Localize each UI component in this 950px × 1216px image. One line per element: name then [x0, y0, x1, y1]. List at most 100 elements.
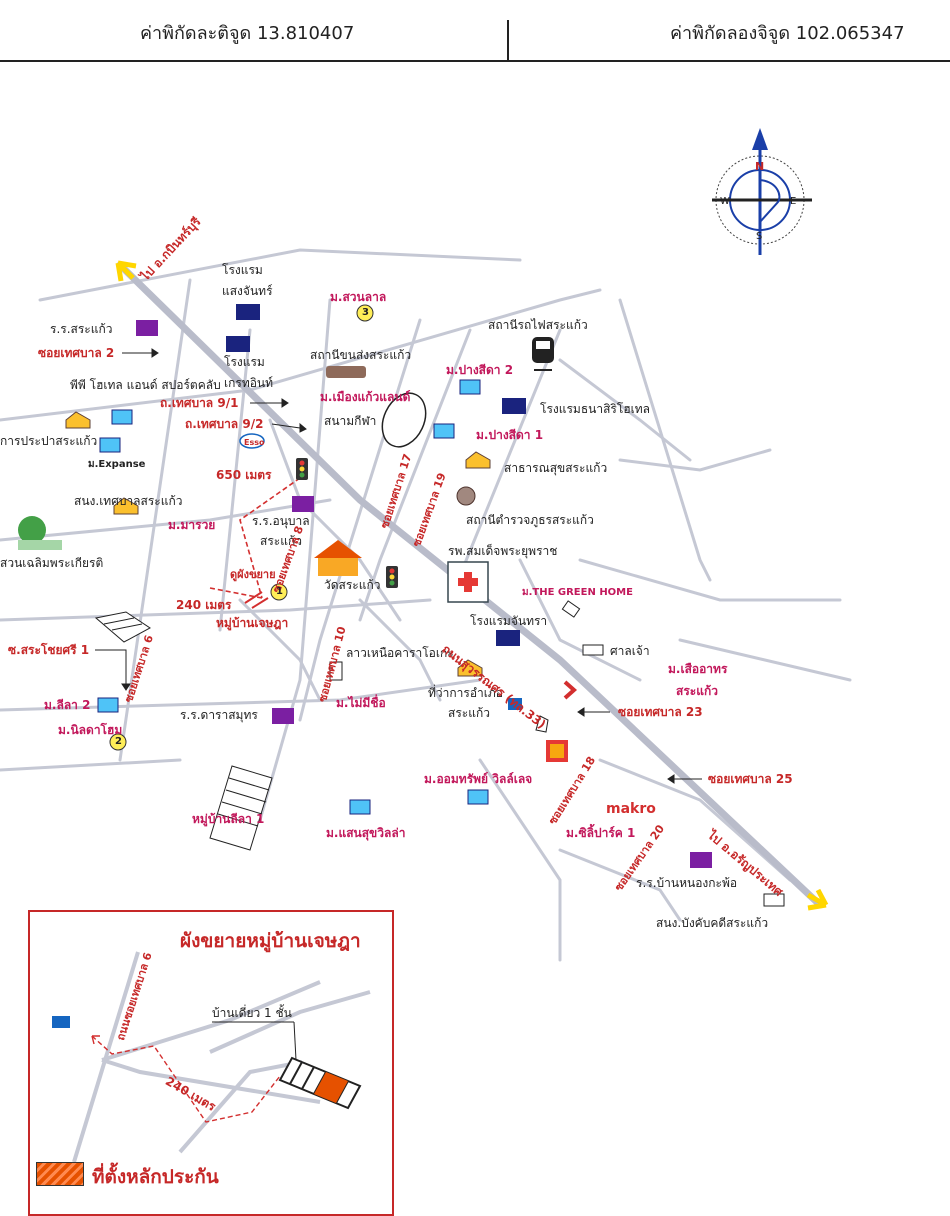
legend-swatch: [36, 1162, 84, 1186]
compass-e: E: [790, 196, 797, 207]
greenhome-plot: [561, 600, 581, 618]
office-icon: [465, 451, 491, 469]
housing-icon: [459, 379, 481, 395]
label-wat: วัดสระแก้ว: [324, 578, 381, 592]
label-m-suanlan: ม.สวนลาล: [330, 290, 387, 304]
office-icons: [65, 411, 491, 677]
village-lila1-plot: [209, 765, 273, 851]
label-hospital: รพ.สมเด็จพระยุพราช: [448, 544, 558, 558]
label-prapa: การประปาสระแก้ว: [0, 434, 98, 448]
label-m-muangkaew: ม.เมืองแก้วแลนด์: [320, 390, 411, 404]
school-icons: [136, 320, 712, 868]
route-240m: [209, 587, 263, 599]
label-school-dara: ร.ร.ดาราสมุทร: [180, 708, 258, 722]
arrow-to-kabin-icon: [115, 260, 137, 282]
label-park: สวนเฉลิมพระเกียรติ: [0, 556, 104, 570]
label-road-92: ถ.เทศบาล 9/2: [185, 417, 264, 431]
park-icon: [18, 516, 62, 550]
badge-3: 3: [362, 307, 369, 318]
housing-icon: [97, 697, 119, 713]
label-hotel-chantra: โรงแรมจันทรา: [470, 614, 548, 628]
housing-icon: [99, 437, 121, 453]
label-hotel-thana: โรงแรมธนาสิริโฮเทล: [540, 402, 651, 416]
sarai-plot: [94, 611, 151, 643]
office-icon: [457, 659, 483, 677]
coordinate-header: ค่าพิกัดละติจูด 13.810407 ค่าพิกัดลองจิจ…: [0, 0, 950, 62]
hotel-icon: [236, 304, 260, 320]
label-m-sili: ม.ซิลิ้ปาร์ค 1: [566, 826, 636, 840]
collateral-plot: [314, 1072, 348, 1103]
label-train-station: สถานีรถไฟสระแก้ว: [488, 318, 588, 332]
label-hotel-saengchan: โรงแรม: [222, 263, 263, 277]
label-makro: makro: [606, 801, 656, 817]
label-soi-25: ซอยเทศบาล 25: [708, 772, 793, 786]
office-icon: [113, 497, 139, 515]
label-road-91: ถ.เทศบาล 9/1: [160, 396, 239, 410]
badge-1: 1: [276, 586, 283, 597]
hotel-icons: [226, 304, 526, 646]
arrow-to-aranya-icon: [806, 888, 829, 911]
label-police: สถานีตำรวจภูธรสระแก้ว: [466, 513, 594, 527]
label-village-lila1: หมู่บ้านลีลา 1: [192, 812, 265, 826]
label-m-marawai: ม.มารวย: [168, 518, 216, 532]
compass-icon: [712, 128, 812, 255]
longitude-label: ค่าพิกัดลองจิจูด 102.065347: [670, 23, 905, 44]
label-ppp-hotel: พีพี โฮเทล แอนด์ สปอร์ตคลับ: [70, 378, 221, 392]
court-office-plot: [763, 893, 785, 907]
route-650m: [239, 477, 301, 599]
label-expand-map[interactable]: ดูผังขยาย: [230, 568, 276, 581]
label-soi-23: ซอยเทศบาล 23: [618, 705, 703, 719]
shrine-plot: [582, 644, 604, 656]
label-karaoke: ลาวเหนือคาราโอเกะ: [346, 646, 454, 660]
housing-icon: [349, 799, 371, 815]
stadium-icon: [381, 392, 427, 448]
label-soi-2: ซอยเทศบาล 2: [38, 346, 115, 360]
label-school-anuban-2: สระแก้ว: [260, 534, 302, 548]
inset-house-label: บ้านเดี่ยว 1 ชั้น: [212, 1006, 292, 1020]
label-m-suea-2: สระแก้ว: [676, 684, 718, 698]
school-icon: [272, 708, 294, 724]
inset-landmark-icon: [52, 1016, 70, 1028]
compass-n: N: [755, 160, 765, 173]
label-m-pangsida2: ม.ปางสีดา 2: [446, 363, 514, 377]
header-divider: [507, 20, 509, 60]
label-hotel-saengchan-2: แสงจันทร์: [222, 284, 273, 298]
label-m-nilada: ม.นิลดาโฮม: [58, 723, 123, 737]
label-village: หมู่บ้านเจษฎา: [216, 616, 289, 630]
label-district-2: สระแก้ว: [448, 706, 490, 720]
inset-expanded-map: ผังขยายหมู่บ้านเจษฎา ถนนซอยเทศบาล 6 บ้าน…: [28, 910, 394, 1216]
housing-icon: [433, 423, 455, 439]
hotel-icon: [502, 398, 526, 414]
traffic-light-icon: [386, 566, 398, 588]
school-icon: [690, 852, 712, 868]
badge-icons: [109, 304, 374, 751]
label-m-lila2: ม.ลีลา 2: [44, 698, 91, 712]
school-icon: [292, 496, 314, 512]
hotel-icon: [496, 630, 520, 646]
label-m-greenhome: ม.THE GREEN HOME: [522, 587, 633, 598]
temple-icon: [314, 540, 362, 576]
label-m-expanse: ม.Expanse: [88, 459, 146, 470]
label-esso: Esso: [244, 438, 265, 447]
dealer-icon: [563, 680, 578, 700]
compass-w: W: [720, 196, 730, 207]
train-icon: [532, 337, 554, 371]
label-sno-tessaban: สนง.เทศบาลสระแก้ว: [74, 494, 183, 508]
police-emblem-icon: [456, 486, 476, 506]
housing-icon: [111, 409, 133, 425]
inset-canvas: [52, 951, 371, 1163]
label-sno-bangkhab: สนง.บังคับคดีสระแก้ว: [656, 916, 769, 930]
label-m-maimeesue: ม.ไม่มีชื่อ: [336, 696, 386, 710]
school-icon: [136, 320, 158, 336]
label-m-pangsida1: ม.ปางสีดา 1: [476, 428, 544, 442]
label-stadium: สนามกีฬา: [324, 414, 377, 428]
housing-icons: [97, 379, 489, 815]
label-school-sakaeo: ร.ร.สระแก้ว: [50, 322, 113, 336]
label-sarn-jao: ศาลเจ้า: [610, 644, 650, 658]
inset-title: ผังขยายหมู่บ้านเจษฎา: [180, 930, 361, 952]
road-network: [0, 248, 852, 962]
village-marker-icon: [244, 591, 269, 609]
label-650m: 650 เมตร: [216, 468, 272, 482]
compass-s: S: [756, 231, 763, 242]
